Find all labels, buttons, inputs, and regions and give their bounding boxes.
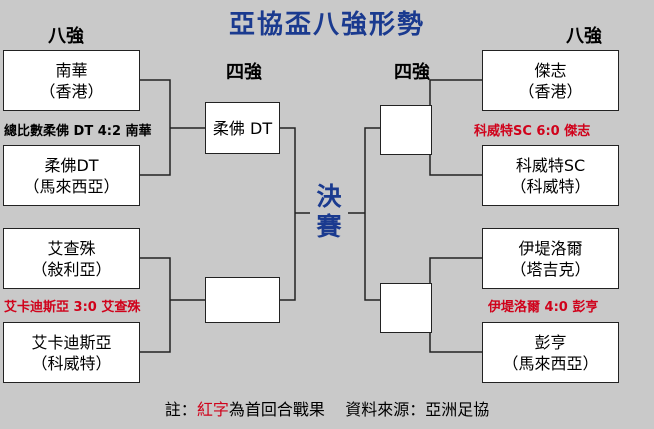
final-char-2: 賽: [316, 212, 342, 241]
score-note-left-2: 艾卡迪斯亞 3:0 艾查殊: [4, 300, 141, 315]
team-country: （塔吉克）: [510, 259, 591, 279]
team-box-kuwait-sc: 科威特SC （科威特）: [482, 145, 619, 206]
team-country: （科威特）: [510, 176, 591, 196]
score-note-right-2: 伊堤洛爾 4:0 彭亨: [488, 300, 599, 315]
team-name: 艾卡迪斯亞: [31, 332, 112, 352]
semi-team-name: 柔佛 DT: [212, 118, 273, 138]
team-box-nanhua: 南華 （香港）: [3, 50, 140, 111]
team-name: 伊堤洛爾: [518, 238, 583, 258]
footer: 註：紅字為首回合戰果 資料來源：亞洲足協: [0, 396, 654, 420]
team-country: （香港）: [39, 81, 104, 101]
team-country: （科威特）: [31, 353, 112, 373]
team-box-istiklol: 伊堤洛爾 （塔吉克）: [482, 228, 619, 289]
team-name: 南華: [55, 60, 88, 80]
final-label: 決 賽: [310, 182, 348, 242]
semi-box-left-2: [205, 277, 280, 323]
team-box-al-qadsia: 艾卡迪斯亞 （科威特）: [3, 322, 140, 383]
score-note-left-1: 總比數柔佛 DT 4:2 南華: [4, 124, 152, 139]
team-country: （馬來西亞）: [502, 353, 599, 373]
team-name: 柔佛DT: [44, 155, 99, 175]
team-name: 傑志: [534, 60, 567, 80]
team-box-kitchee: 傑志 （香港）: [482, 50, 619, 111]
footer-prefix: 註：: [164, 400, 197, 419]
team-country: （香港）: [518, 81, 583, 101]
final-char-1: 決: [316, 182, 342, 211]
team-country: （敍利亞）: [31, 259, 112, 279]
page-title: 亞協盃八強形勢: [228, 10, 425, 40]
footer-red-text: 紅字: [196, 400, 229, 419]
team-name: 艾查殊: [47, 238, 96, 258]
team-box-al-jaish: 艾查殊 （敍利亞）: [3, 228, 140, 289]
team-name: 科威特SC: [515, 155, 586, 175]
score-note-right-1: 科威特SC 6:0 傑志: [474, 124, 591, 139]
semi-box-left-1: 柔佛 DT: [205, 102, 280, 154]
header-right-semi: 四強: [394, 62, 430, 83]
team-box-johor: 柔佛DT （馬來西亞）: [3, 145, 140, 206]
header-left-semi: 四強: [226, 62, 262, 83]
team-name: 彭亨: [534, 332, 567, 352]
footer-middle: 為首回合戰果: [228, 400, 325, 419]
semi-box-right-2: [380, 283, 432, 333]
footer-source: 資料來源：亞洲足協: [345, 400, 490, 419]
team-country: （馬來西亞）: [23, 176, 120, 196]
header-left-quarter: 八強: [48, 26, 84, 47]
team-box-pahang: 彭亨 （馬來西亞）: [482, 322, 619, 383]
header-right-quarter: 八強: [566, 26, 602, 47]
semi-box-right-1: [380, 105, 432, 155]
